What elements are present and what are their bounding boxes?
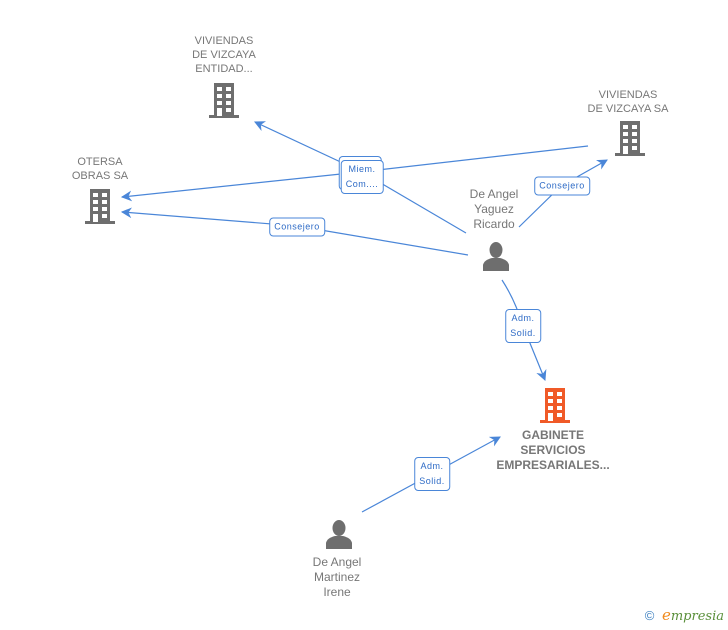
edge-label-line: Miem. [348, 164, 376, 174]
footer-branding[interactable]: © empresia [645, 606, 724, 624]
label-line: OTERSA [77, 156, 123, 168]
label-line: Irene [323, 585, 351, 599]
label-line: De Angel [469, 187, 519, 201]
edge-label-miem-com[interactable]: Miem. Com.... [340, 160, 384, 194]
edge-label-line: Adm. [511, 313, 535, 323]
edge-miem-viviendas-sa[interactable] [359, 145, 589, 173]
node-label-viviendas-sa[interactable]: VIVIENDAS DE VIZCAYA SA [588, 88, 669, 116]
label-line: Yaguez [474, 202, 514, 216]
edge-label-consejero-viviendas-sa[interactable]: Consejero [534, 176, 590, 196]
node-label-irene[interactable]: De Angel Martinez Irene [313, 555, 362, 600]
edge-label-line: Consejero [274, 221, 320, 232]
label-line: Martinez [313, 570, 361, 584]
edge-label-line: Consejero [539, 180, 585, 191]
empresia-logo[interactable]: empresia [661, 606, 724, 624]
node-label-ricardo[interactable]: De Angel Yaguez Ricardo [470, 187, 519, 232]
building-icon[interactable] [208, 83, 240, 119]
label-line: VIVIENDAS [598, 89, 658, 101]
edge-label-line: Com.... [345, 179, 379, 189]
label-line: EMPRESARIALES... [496, 458, 610, 472]
edge-label-adm-solid-irene[interactable]: Adm. Solid. [414, 457, 450, 491]
label-line: GABINETE [521, 428, 585, 442]
label-line: DE VIZCAYA SA [587, 103, 669, 115]
label-line: Ricardo [473, 217, 515, 231]
logo-text: mpresia [670, 609, 724, 624]
person-icon[interactable] [324, 519, 354, 549]
building-icon-highlighted[interactable] [539, 388, 571, 424]
logo-initial: e [661, 606, 671, 624]
label-line: VIVIENDAS [194, 35, 254, 47]
node-label-gabinete[interactable]: GABINETE SERVICIOS EMPRESARIALES... [496, 428, 609, 473]
building-icon[interactable] [614, 121, 646, 157]
label-line: SERVICIOS [520, 443, 586, 457]
edge-label-line: Solid. [419, 476, 445, 486]
label-line: De Angel [312, 555, 362, 569]
label-line: ENTIDAD... [195, 63, 253, 75]
node-label-otersa[interactable]: OTERSA OBRAS SA [72, 155, 128, 183]
edge-label-line: Adm. [420, 461, 444, 471]
copyright-icon: © [644, 608, 655, 623]
label-line: OBRAS SA [71, 170, 129, 182]
node-label-viviendas-entidad[interactable]: VIVIENDAS DE VIZCAYA ENTIDAD... [192, 34, 256, 76]
edge-label-adm-solid-ricardo[interactable]: Adm. Solid. [505, 309, 541, 343]
edge-label-line: Solid. [510, 328, 536, 338]
edge-ricardo-otersa-miem[interactable] [120, 171, 361, 202]
building-icon[interactable] [84, 189, 116, 225]
edge-label-consejero-otersa[interactable]: Consejero [269, 217, 325, 237]
label-line: DE VIZCAYA [192, 49, 256, 61]
person-icon[interactable] [481, 241, 511, 271]
